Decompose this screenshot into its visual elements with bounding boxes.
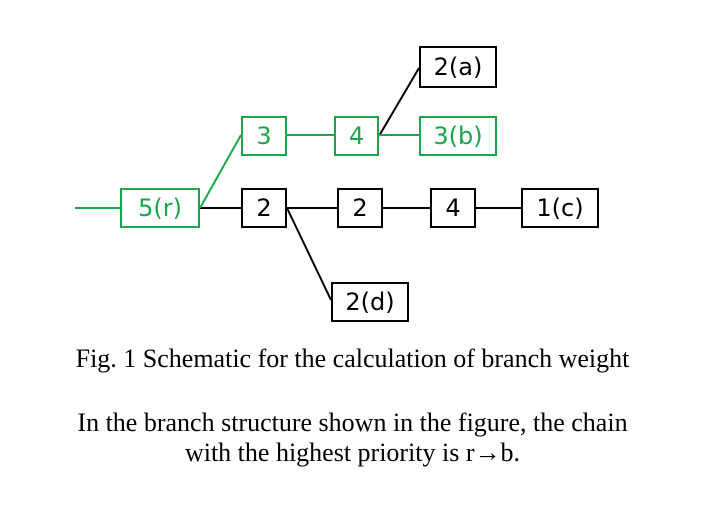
- edge-r-3: [199, 134, 242, 209]
- edge-4-a: [378, 67, 420, 137]
- branch-diagram: [75, 67, 521, 301]
- description-line-1: In the branch structure shown in the fig…: [77, 408, 628, 437]
- edge-2-d: [286, 207, 332, 301]
- figure-caption: Fig. 1 Schematic for the calculation of …: [75, 344, 630, 373]
- figure-description: In the branch structure shown in the fig…: [0, 408, 705, 468]
- node-3: 3: [241, 116, 287, 156]
- node-1c: 1(c): [521, 188, 599, 228]
- node-2-second: 2: [337, 188, 383, 228]
- node-2a: 2(a): [419, 46, 497, 88]
- node-3b: 3(b): [419, 116, 497, 156]
- node-2-first: 2: [241, 188, 287, 228]
- node-2d: 2(d): [331, 282, 409, 322]
- node-5r: 5(r): [120, 188, 200, 228]
- description-line-2: with the highest priority is r→b.: [184, 438, 521, 467]
- node-4-black: 4: [430, 188, 476, 228]
- node-4-green: 4: [334, 116, 379, 156]
